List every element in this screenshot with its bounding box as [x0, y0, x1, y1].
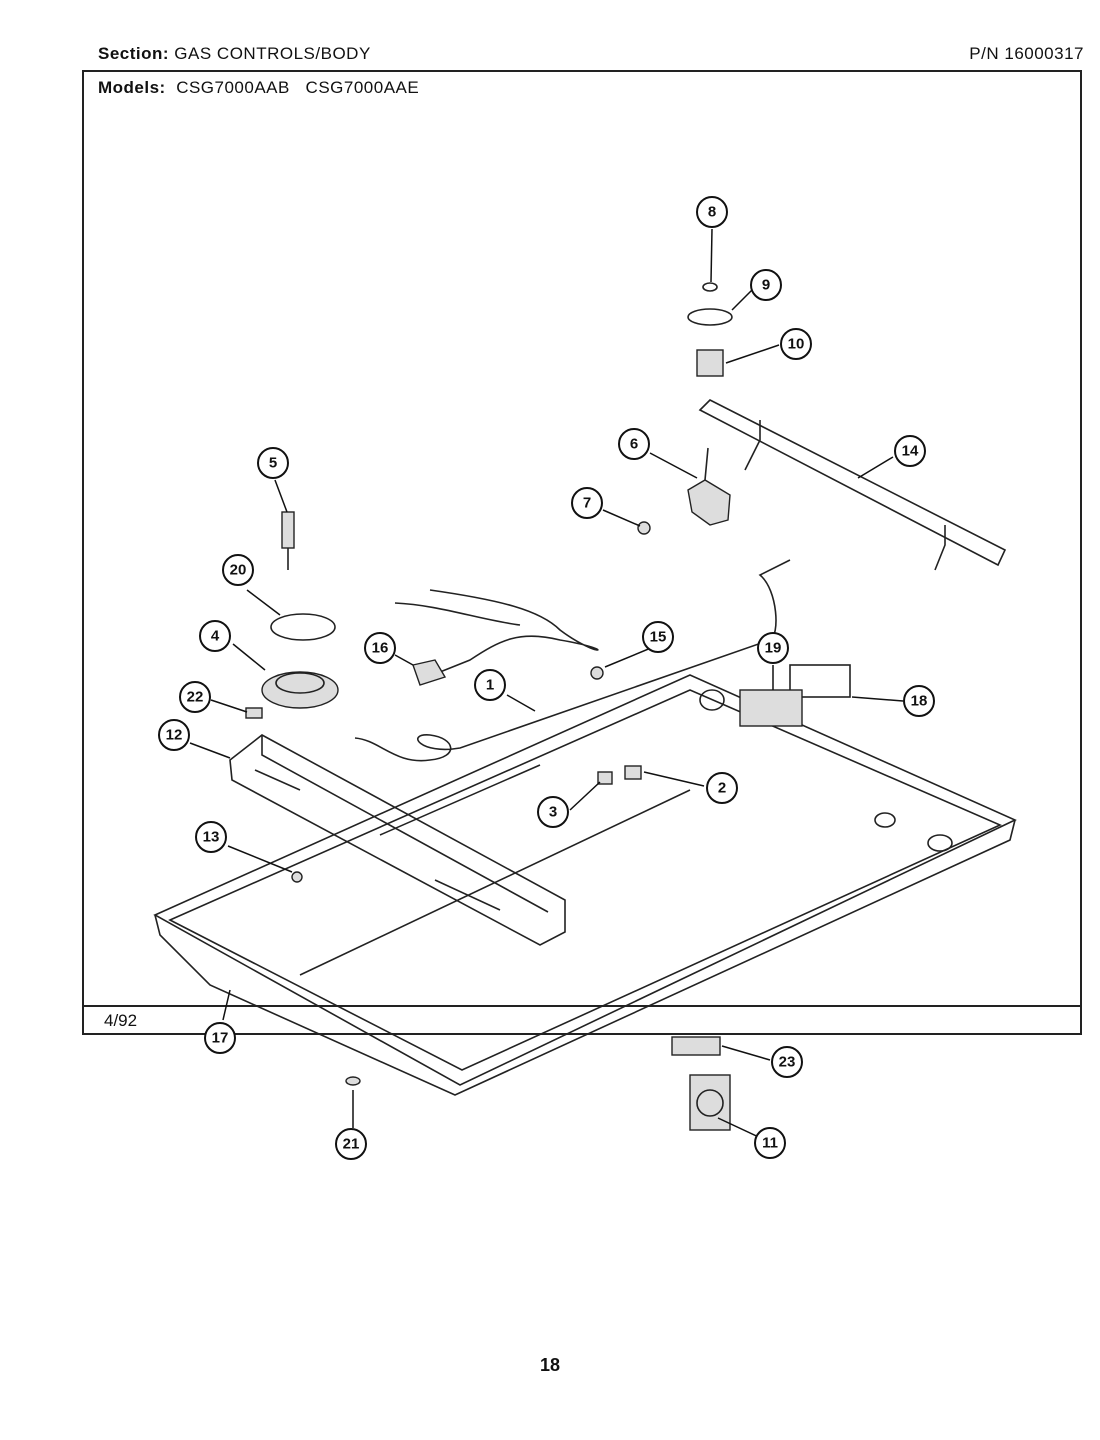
burner-box-body [153, 674, 1017, 1096]
leader-lines [189, 228, 904, 1141]
callout-21: 21 [335, 1128, 367, 1160]
callout-9-label: 9 [762, 277, 770, 294]
manifold-pipe [698, 399, 1007, 571]
model-1: CSG7000AAB [176, 78, 290, 97]
igniter-harness [394, 589, 599, 686]
burner-assembly [261, 511, 339, 709]
callout-11: 11 [754, 1127, 786, 1159]
callout-3: 3 [537, 796, 569, 828]
callout-10-label: 10 [788, 336, 805, 353]
diagram-frame [82, 70, 1082, 1035]
front-bracket [229, 734, 566, 946]
models-label: Models: [98, 78, 166, 97]
callout-22: 22 [179, 681, 211, 713]
callout-19-label: 19 [765, 640, 782, 657]
callout-19: 19 [757, 632, 789, 664]
callout-16: 16 [364, 632, 396, 664]
callout-9: 9 [750, 269, 782, 301]
pn-label: P/N [969, 44, 1000, 63]
callout-15: 15 [642, 621, 674, 653]
callout-8: 8 [696, 196, 728, 228]
part-number-header: P/N 16000317 [969, 44, 1084, 64]
callout-14-label: 14 [902, 443, 919, 460]
callout-8-label: 8 [708, 204, 716, 221]
callout-13-label: 13 [203, 829, 220, 846]
revision-date: 4/92 [104, 1011, 138, 1030]
callout-12: 12 [158, 719, 190, 751]
callout-6-label: 6 [630, 436, 638, 453]
footer-divider [82, 1005, 1082, 1007]
gas-valve [687, 447, 731, 526]
models-header: Models: CSG7000AAB CSG7000AAE [98, 78, 419, 98]
callout-11-label: 11 [762, 1135, 778, 1152]
section-label: Section: [98, 44, 170, 63]
callout-6: 6 [618, 428, 650, 460]
page-number: 18 [539, 1355, 561, 1375]
knob-parts [687, 282, 733, 377]
callout-18: 18 [903, 685, 935, 717]
callout-10: 10 [780, 328, 812, 360]
callout-17: 17 [204, 1022, 236, 1054]
callout-4: 4 [199, 620, 231, 652]
callout-7-label: 7 [583, 495, 591, 512]
callout-13: 13 [195, 821, 227, 853]
callout-23-label: 23 [779, 1054, 796, 1071]
callout-14: 14 [894, 435, 926, 467]
callout-1: 1 [474, 669, 506, 701]
model-2: CSG7000AAE [305, 78, 420, 97]
gas-tube [354, 559, 791, 762]
callout-12-label: 12 [166, 727, 183, 744]
callout-17-label: 17 [212, 1030, 229, 1047]
callout-7: 7 [571, 487, 603, 519]
callout-15-label: 15 [650, 629, 667, 646]
callout-2-label: 2 [718, 780, 726, 797]
section-header: Section: GAS CONTROLS/BODY [98, 44, 371, 64]
pn-value: 16000317 [1004, 44, 1084, 63]
callout-5-label: 5 [269, 455, 277, 472]
callout-23: 23 [771, 1046, 803, 1078]
callout-22-label: 22 [187, 689, 204, 706]
callout-16-label: 16 [372, 640, 389, 657]
callout-4-label: 4 [211, 628, 220, 645]
callout-3-label: 3 [549, 804, 557, 821]
callout-2: 2 [706, 772, 738, 804]
callout-18-label: 18 [911, 693, 928, 710]
callout-5: 5 [257, 447, 289, 479]
callout-21-label: 21 [343, 1136, 360, 1153]
section-value: GAS CONTROLS/BODY [174, 44, 371, 63]
callout-20-label: 20 [230, 562, 247, 579]
callout-1-label: 1 [486, 677, 494, 694]
callout-20: 20 [222, 554, 254, 586]
